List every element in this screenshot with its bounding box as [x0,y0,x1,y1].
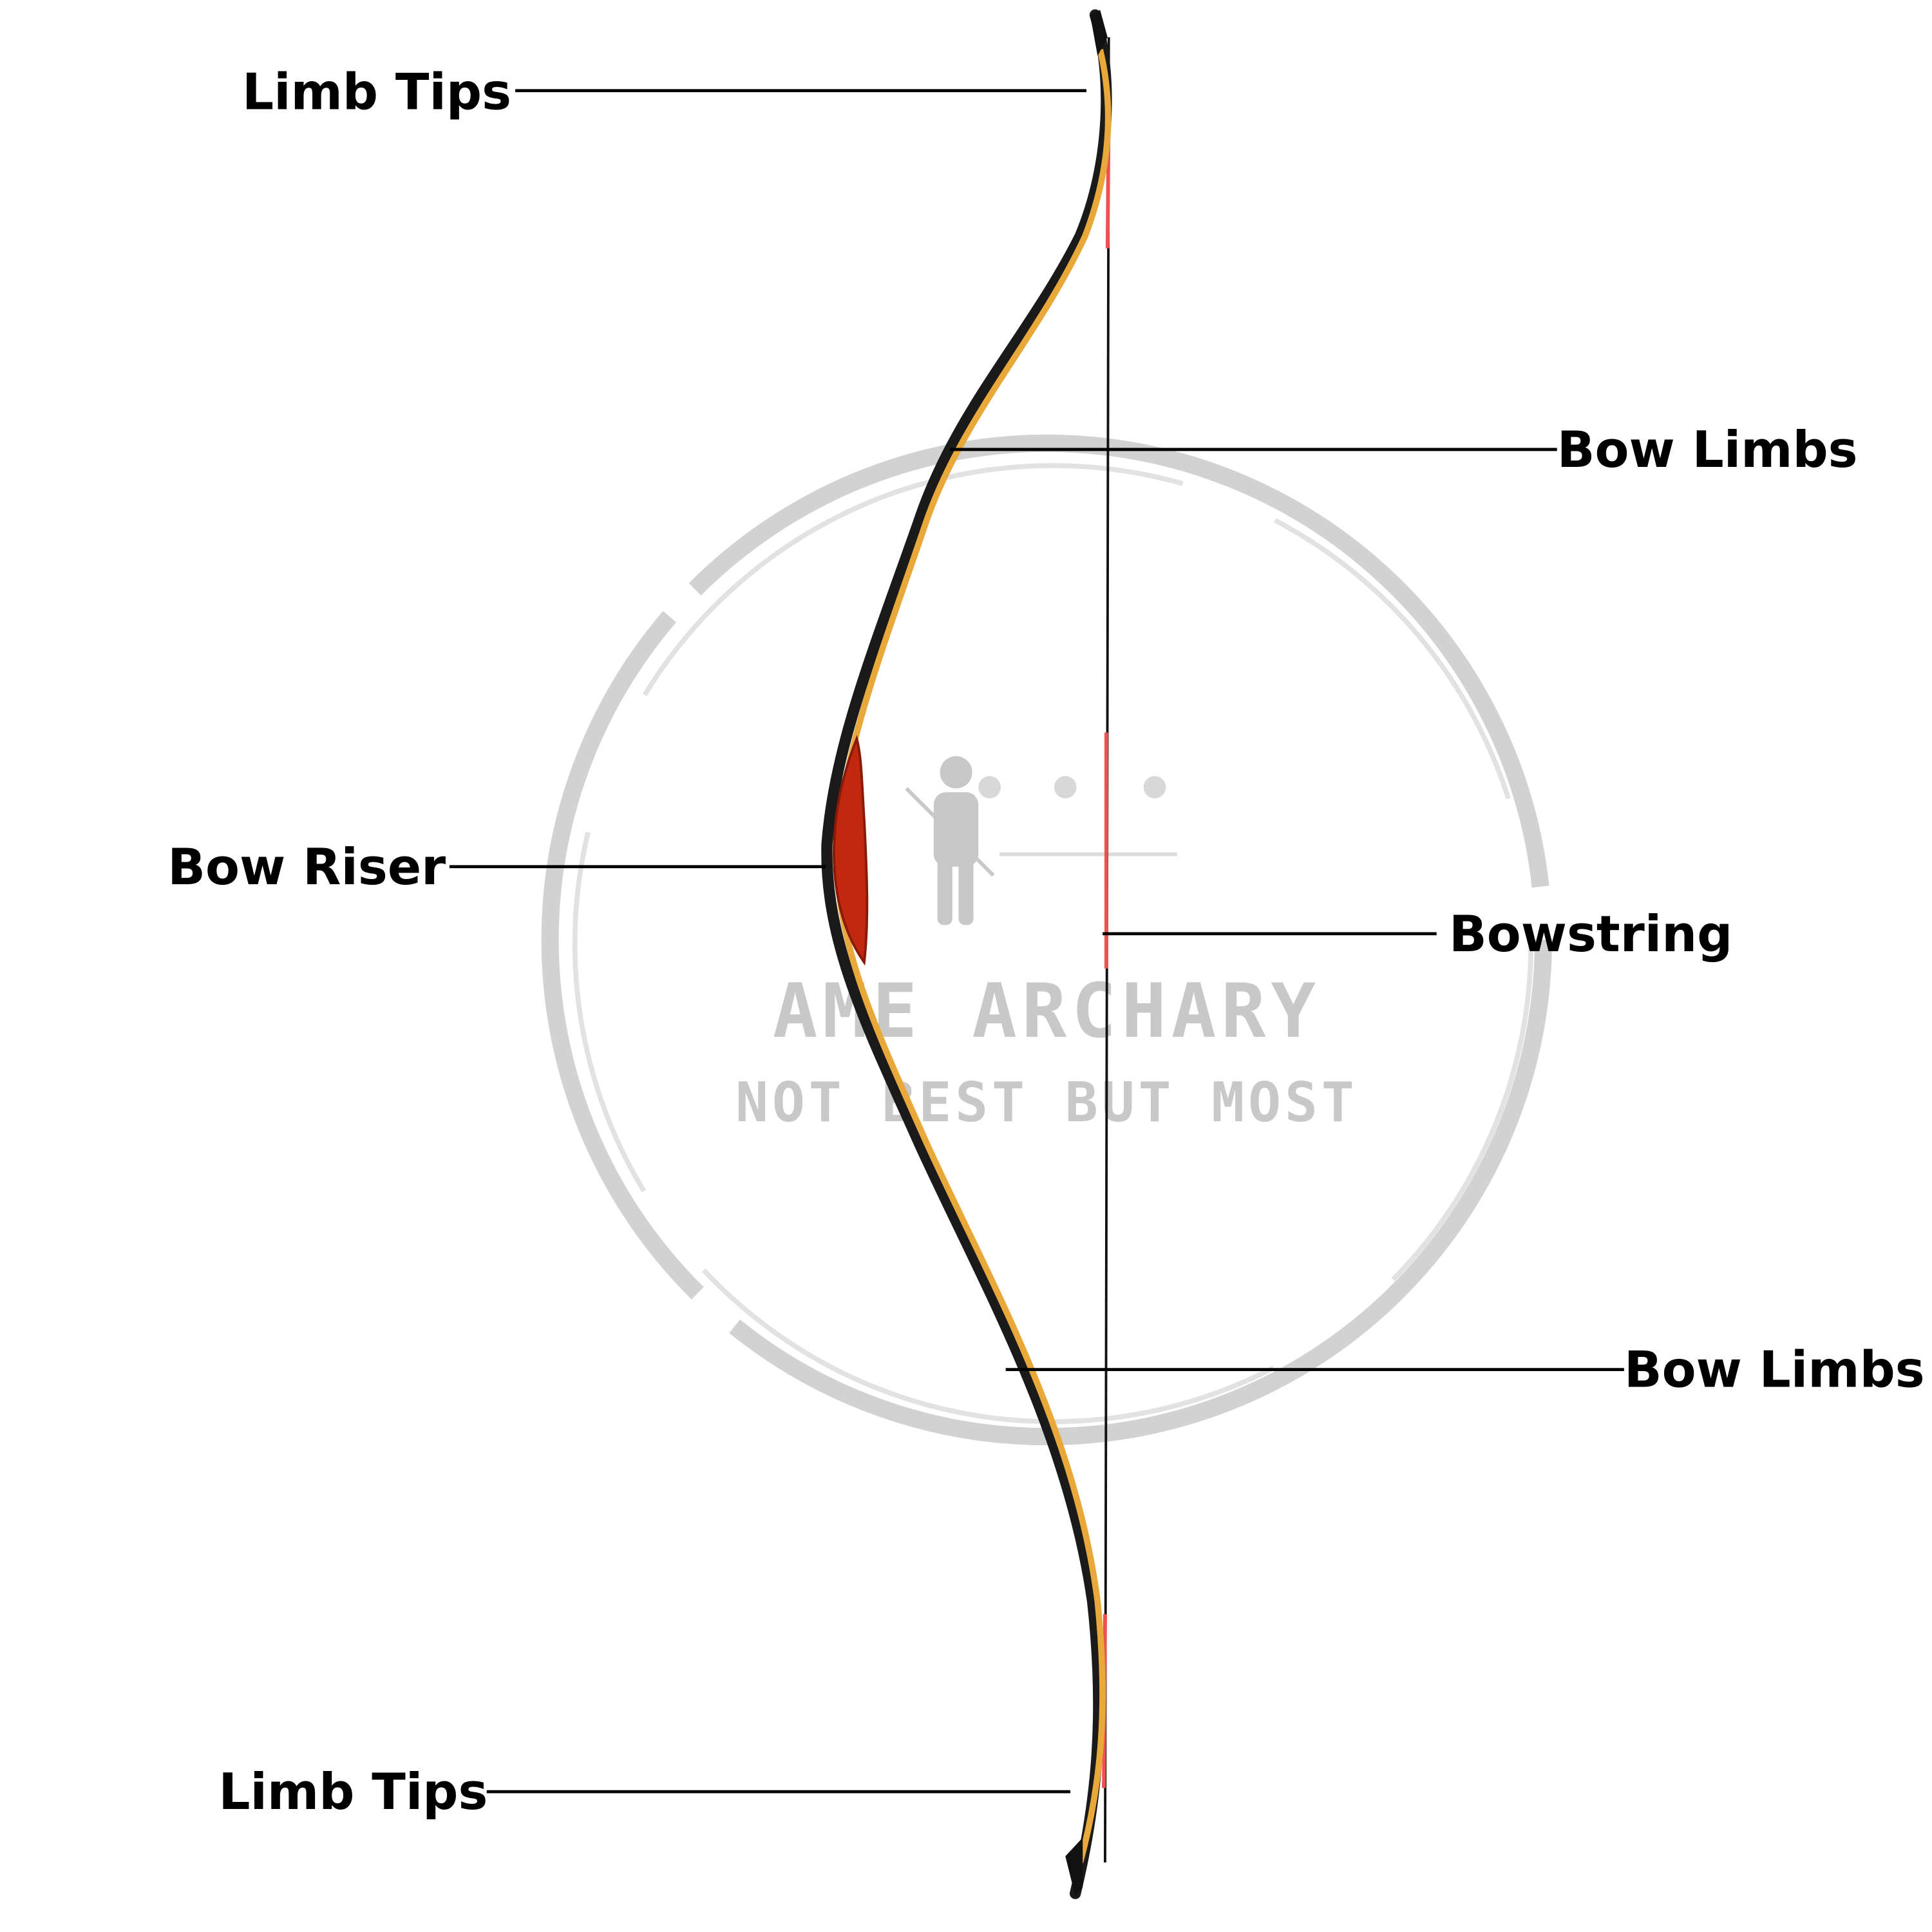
top-limb-tip [1090,10,1108,56]
bow-limb-back [821,9,1112,1899]
label-top-limb-tips: Limb Tips [242,64,511,122]
archer-logo-icon [905,756,1177,925]
watermark: AME ARCHARY NOT BEST BUT MOST [541,434,1553,1446]
bow [821,9,1112,1899]
watermark-ring-inner [572,463,1534,1425]
bowstring [1102,37,1111,1863]
label-bowstring: Bowstring [1449,905,1732,963]
label-bottom-limb-tips: Limb Tips [218,1763,488,1821]
bow-limb-face [833,48,1112,1864]
watermark-ring [541,434,1553,1446]
callouts: Limb Tips Bow Limbs Bow Riser Bowstring … [167,64,1924,1821]
label-upper-bow-limbs: Bow Limbs [1557,421,1858,479]
bottom-limb-tip [1065,1837,1083,1897]
label-bow-riser: Bow Riser [167,838,446,896]
bow-riser [832,735,869,966]
label-lower-bow-limbs: Bow Limbs [1624,1341,1925,1399]
watermark-slogan: NOT BEST BUT MOST [735,1071,1358,1135]
